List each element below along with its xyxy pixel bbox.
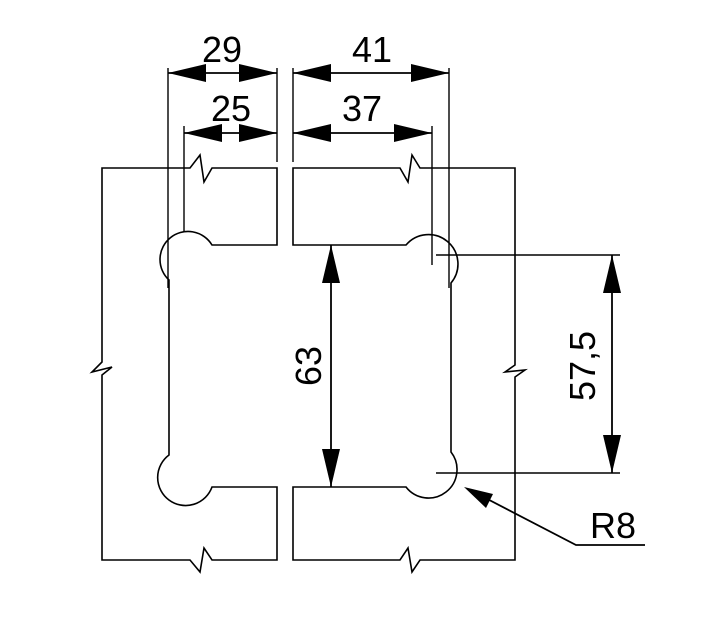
extension-lines [167, 68, 620, 474]
dimension-29: 29 [168, 29, 277, 82]
dimension-41: 41 [293, 29, 449, 82]
dimension-29-label: 29 [202, 29, 242, 70]
dimension-63: 63 [288, 245, 340, 487]
dimension-63-label: 63 [288, 346, 329, 386]
radius-leader: R8 [464, 487, 645, 546]
dimension-41-label: 41 [352, 29, 392, 70]
dimension-25-label: 25 [211, 88, 251, 129]
dimension-25: 25 [184, 88, 277, 142]
dimension-57-5-label: 57,5 [562, 331, 603, 401]
dimension-37: 37 [293, 88, 432, 142]
dimension-57-5: 57,5 [562, 255, 621, 473]
radius-label: R8 [590, 505, 636, 546]
dimension-37-label: 37 [342, 88, 382, 129]
right-part-outline [292, 152, 528, 575]
left-part-outline [89, 153, 278, 574]
